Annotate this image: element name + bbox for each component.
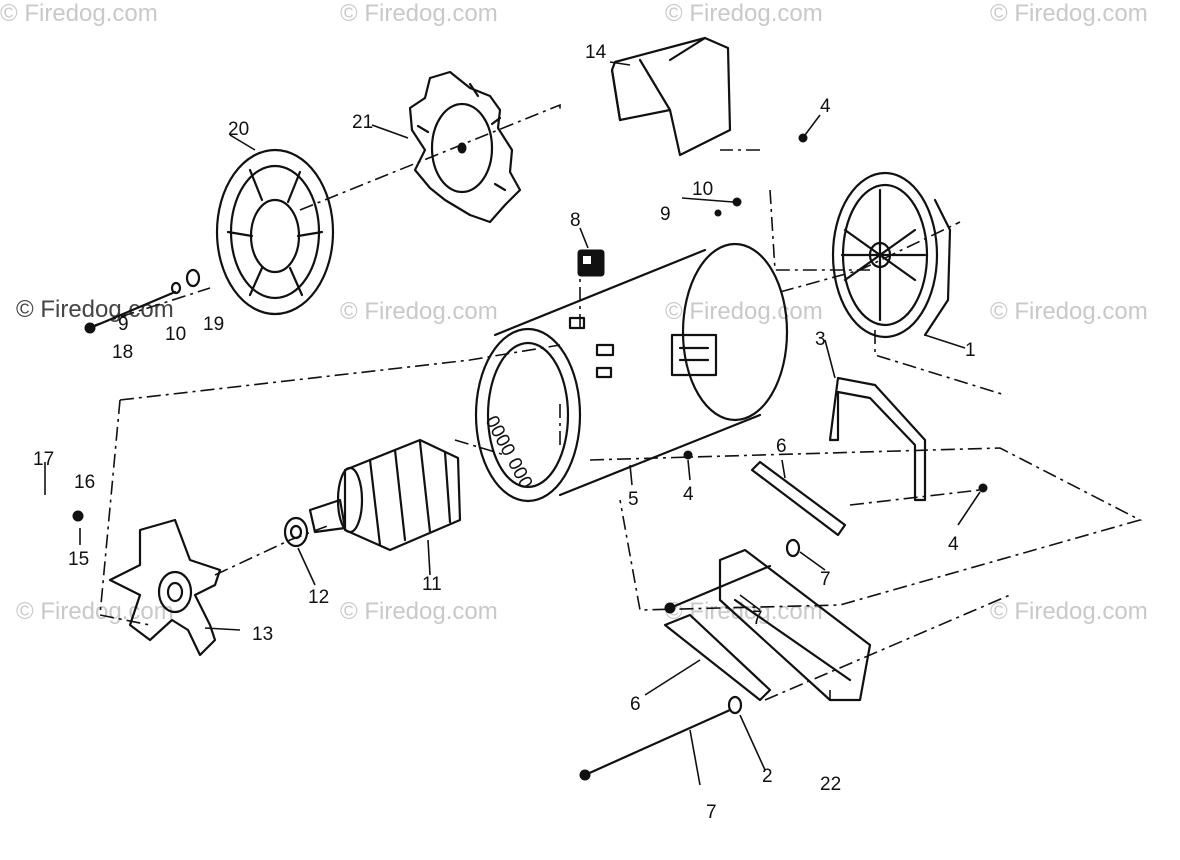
- watermark: © Firedog.com: [990, 298, 1148, 325]
- callout-4: 4: [948, 534, 959, 555]
- callout-4: 4: [683, 484, 694, 505]
- callout-11: 11: [422, 574, 442, 595]
- callout-6: 6: [630, 694, 641, 715]
- callout-7: 7: [820, 569, 831, 590]
- callouts: 1 2 3 4 4 4 5 6 6 7 7 7 8 9 9 10 10 11 1…: [33, 42, 976, 823]
- watermark: © Firedog.com: [340, 598, 498, 625]
- watermark: © Firedog.com: [16, 296, 174, 323]
- watermark: © Firedog.com: [16, 598, 174, 625]
- callout-12: 12: [308, 587, 329, 608]
- callout-9: 9: [118, 314, 129, 335]
- callout-21: 21: [352, 112, 373, 133]
- part-14-cover: [610, 36, 732, 157]
- watermark: © Firedog.com: [990, 0, 1148, 27]
- part-7-rods: [84, 290, 772, 781]
- callout-9: 9: [660, 204, 671, 225]
- nameplate-code: 0000 000: [481, 412, 537, 492]
- part-6-strap-upper: [750, 460, 847, 537]
- callout-7: 7: [706, 802, 717, 823]
- callout-19: 19: [203, 314, 224, 335]
- callout-6: 6: [776, 436, 787, 457]
- callout-13: 13: [252, 624, 273, 645]
- watermark: © Firedog.com: [340, 298, 498, 325]
- part-22-base: [663, 548, 872, 702]
- callout-22: 22: [820, 774, 841, 795]
- part-8-connector: [577, 249, 605, 277]
- callout-4: 4: [820, 96, 831, 117]
- callout-17: 17: [33, 449, 54, 470]
- part-21-fan: [408, 70, 522, 224]
- part-13-spider: [108, 518, 222, 657]
- watermark: © Firedog.com: [0, 0, 158, 27]
- callout-16: 16: [74, 472, 95, 493]
- assembly-lines: [94, 103, 1143, 701]
- part-11-rotor: [308, 438, 462, 552]
- watermark: © Firedog.com: [340, 0, 498, 27]
- callout-15: 15: [68, 549, 89, 570]
- callout-8: 8: [570, 210, 581, 231]
- callout-5: 5: [628, 489, 639, 510]
- leader-lines: [44, 61, 981, 786]
- callout-3: 3: [815, 329, 826, 350]
- part-5-housing: 0000 000: [474, 242, 789, 503]
- callout-10: 10: [165, 324, 186, 345]
- part-3-bracket: [828, 376, 927, 502]
- callout-7: 7: [752, 608, 763, 629]
- hardware: [72, 133, 988, 715]
- callout-10: 10: [692, 179, 713, 200]
- part-20-fan-guard: [215, 148, 335, 316]
- callout-20: 20: [228, 119, 249, 140]
- watermark: © Firedog.com: [665, 0, 823, 27]
- watermark: © Firedog.com: [990, 598, 1148, 625]
- callout-14: 14: [585, 42, 607, 63]
- part-1-end-bell: [831, 171, 952, 339]
- callout-2: 2: [762, 766, 773, 787]
- part-12-bearing: [283, 516, 309, 548]
- watermark: © Firedog.com: [665, 298, 823, 325]
- callout-18: 18: [112, 342, 133, 363]
- callout-1: 1: [965, 340, 976, 361]
